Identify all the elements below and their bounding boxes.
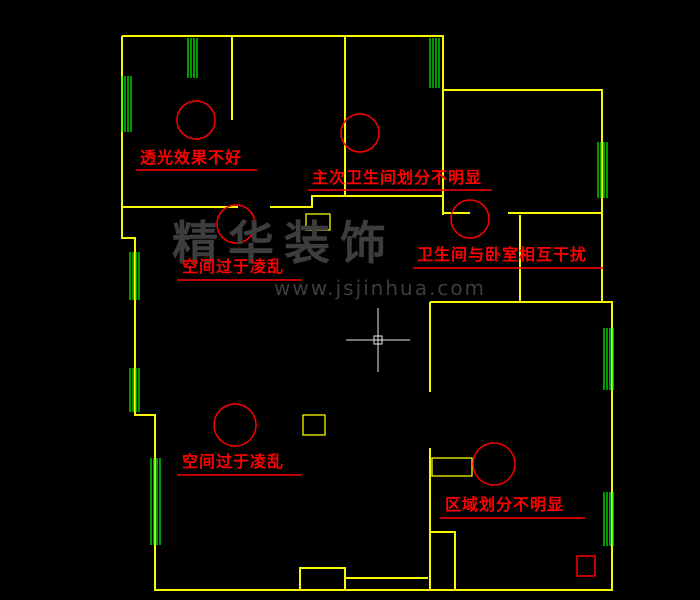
window-hatch <box>121 76 132 132</box>
annotation-label: 空间过于凌乱 <box>182 452 285 471</box>
watermark-url: www.jsjinhua.com <box>274 276 487 300</box>
annotation-label: 卫生间与卧室相互干扰 <box>417 245 588 264</box>
annotation-label: 透光效果不好 <box>140 148 243 167</box>
window-hatch <box>129 368 140 412</box>
problem-marker-circle <box>213 403 257 447</box>
window-hatch <box>129 252 140 300</box>
outer-walls <box>121 35 613 591</box>
window-hatch <box>150 458 161 545</box>
problem-marker-circle <box>216 204 256 244</box>
fixture-block <box>305 213 331 231</box>
window-hatch <box>187 38 198 78</box>
problem-marker-circle <box>450 199 490 239</box>
annotation-label: 空间过于凌乱 <box>182 257 285 276</box>
watermark-text: 精华装饰 <box>172 216 396 270</box>
problem-marker-circle <box>176 100 216 140</box>
annotation-label: 主次卫生间划分不明显 <box>312 168 483 187</box>
red-symbol-box <box>576 555 596 577</box>
problem-marker-circle <box>340 113 380 153</box>
window-hatch <box>597 142 608 198</box>
window-hatch <box>429 38 440 88</box>
window-hatch <box>603 328 614 390</box>
annotation-underlines <box>136 169 603 519</box>
window-hatch <box>603 492 614 546</box>
crosshair-icon <box>346 308 410 372</box>
problem-marker-circle <box>472 442 516 486</box>
fixture-block <box>302 414 326 436</box>
annotation-label: 区域划分不明显 <box>445 495 565 514</box>
interior-walls <box>122 36 602 590</box>
fixture-block <box>431 457 473 477</box>
